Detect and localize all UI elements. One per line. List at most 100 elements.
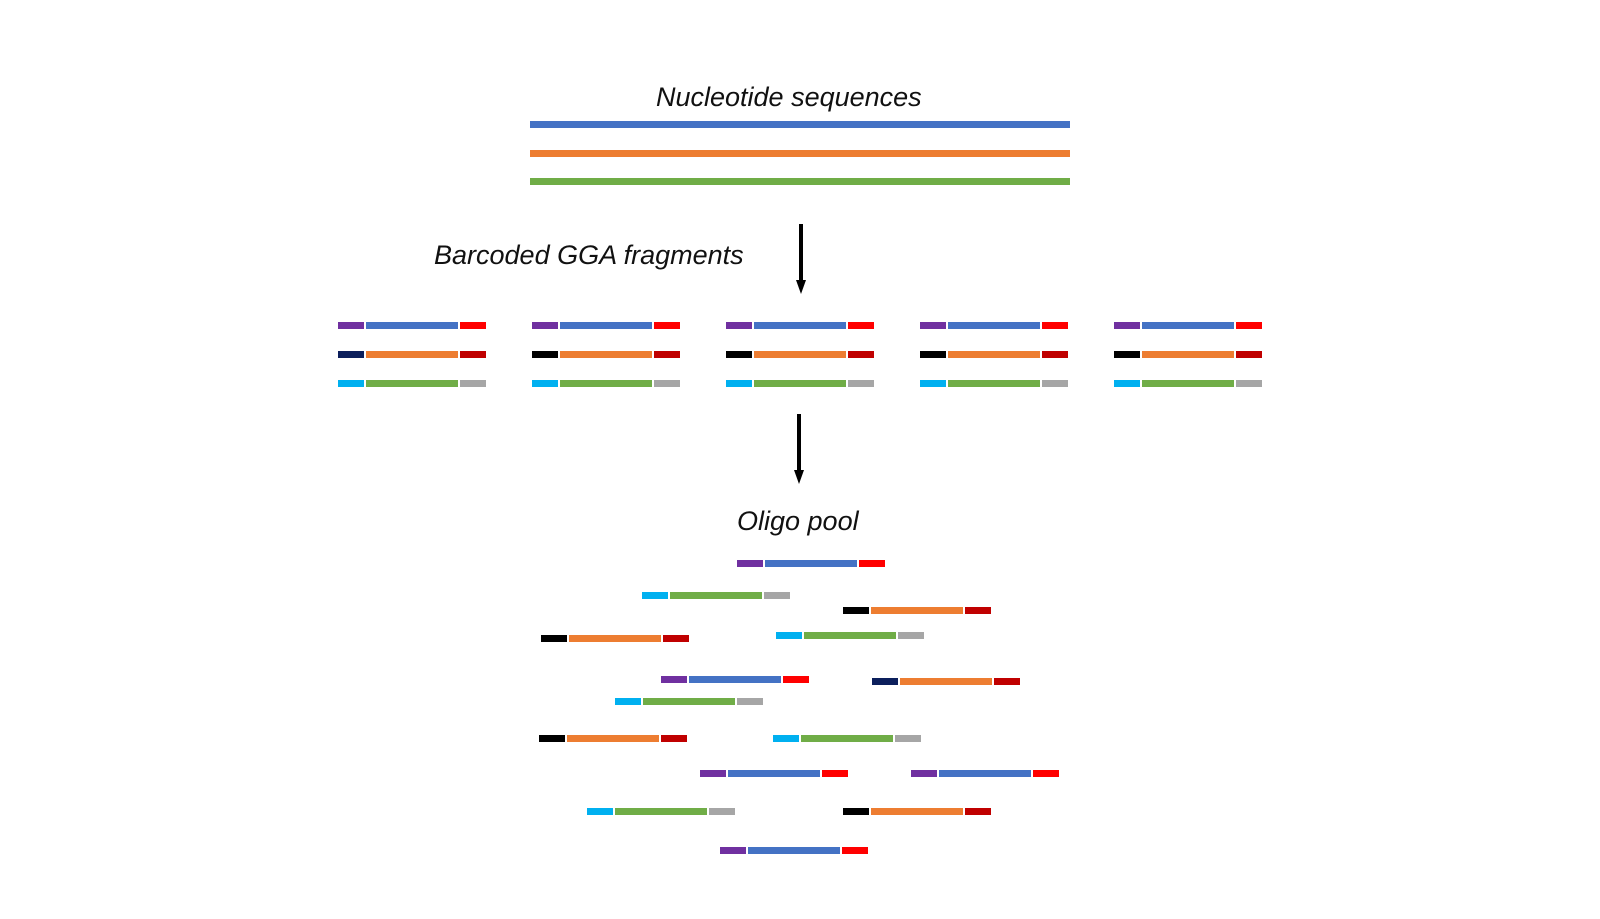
down-arrow	[796, 224, 806, 294]
sequence-segment	[689, 676, 781, 683]
end-segment	[460, 351, 486, 358]
barcode-segment	[532, 322, 558, 329]
barcoded-fragment	[920, 380, 1068, 387]
barcode-segment	[338, 380, 364, 387]
oligo-fragment	[700, 770, 848, 777]
barcoded-fragment	[338, 322, 486, 329]
end-segment	[898, 632, 924, 639]
sequence-segment	[1142, 351, 1234, 358]
sequence-segment	[801, 735, 893, 742]
arrow-head	[796, 280, 806, 294]
sequence-segment	[366, 322, 458, 329]
sequence-segment	[754, 322, 846, 329]
sequence-segment	[1142, 322, 1234, 329]
nucleotide-sequence-line	[530, 150, 1070, 157]
end-segment	[460, 380, 486, 387]
end-segment	[460, 322, 486, 329]
barcode-segment	[532, 380, 558, 387]
barcoded-fragment	[920, 351, 1068, 358]
sequence-segment	[871, 808, 963, 815]
sequence-segment	[366, 351, 458, 358]
nucleotide-sequences-group	[530, 121, 1070, 185]
oligo-pool-title: Oligo pool	[737, 506, 859, 536]
oligo-fragment	[642, 592, 790, 599]
barcode-segment	[726, 351, 752, 358]
sequence-segment	[754, 380, 846, 387]
sequence-segment	[569, 635, 661, 642]
barcoded-fragment	[532, 351, 680, 358]
sequence-segment	[560, 380, 652, 387]
end-segment	[822, 770, 848, 777]
oligo-fragment	[539, 735, 687, 742]
sequence-segment	[765, 560, 857, 567]
sequence-segment	[939, 770, 1031, 777]
down-arrow	[794, 414, 804, 484]
barcoded-fragment	[726, 380, 874, 387]
end-segment	[654, 351, 680, 358]
barcoded-fragment	[338, 351, 486, 358]
barcode-segment	[1114, 351, 1140, 358]
oligo-fragment	[911, 770, 1059, 777]
end-segment	[994, 678, 1020, 685]
sequence-segment	[804, 632, 896, 639]
end-segment	[1236, 351, 1262, 358]
barcoded-fragment	[532, 380, 680, 387]
barcoded-fragment	[726, 322, 874, 329]
oligo-fragment	[587, 808, 735, 815]
sequence-segment	[567, 735, 659, 742]
barcoded-fragments-title: Barcoded GGA fragments	[434, 240, 744, 270]
sequence-segment	[900, 678, 992, 685]
end-segment	[842, 847, 868, 854]
end-segment	[965, 607, 991, 614]
end-segment	[654, 380, 680, 387]
sequence-segment	[948, 351, 1040, 358]
barcode-segment	[920, 351, 946, 358]
end-segment	[1236, 322, 1262, 329]
end-segment	[737, 698, 763, 705]
barcode-segment	[338, 322, 364, 329]
barcode-segment	[1114, 322, 1140, 329]
barcoded-fragment	[726, 351, 874, 358]
sequence-segment	[366, 380, 458, 387]
barcoded-fragment	[920, 322, 1068, 329]
end-segment	[654, 322, 680, 329]
sequence-segment	[670, 592, 762, 599]
oligo-pool-group	[539, 560, 1059, 854]
arrows-group	[794, 224, 806, 484]
barcode-segment	[338, 351, 364, 358]
barcode-segment	[843, 607, 869, 614]
barcode-segment	[843, 808, 869, 815]
sequence-segment	[1142, 380, 1234, 387]
end-segment	[783, 676, 809, 683]
barcoded-fragment	[1114, 322, 1262, 329]
end-segment	[1042, 380, 1068, 387]
sequence-segment	[560, 322, 652, 329]
oligo-fragment	[737, 560, 885, 567]
barcode-segment	[532, 351, 558, 358]
end-segment	[709, 808, 735, 815]
sequence-segment	[948, 322, 1040, 329]
end-segment	[764, 592, 790, 599]
barcoded-fragments-group	[338, 322, 1262, 387]
nucleotide-sequence-line	[530, 121, 1070, 128]
sequence-segment	[748, 847, 840, 854]
barcode-segment	[587, 808, 613, 815]
barcode-segment	[920, 322, 946, 329]
oligo-fragment	[872, 678, 1020, 685]
oligo-fragment	[615, 698, 763, 705]
barcode-segment	[1114, 380, 1140, 387]
barcode-segment	[642, 592, 668, 599]
barcode-segment	[615, 698, 641, 705]
end-segment	[848, 351, 874, 358]
end-segment	[1033, 770, 1059, 777]
barcode-segment	[776, 632, 802, 639]
sequence-segment	[728, 770, 820, 777]
barcode-segment	[920, 380, 946, 387]
oligo-fragment	[720, 847, 868, 854]
oligo-fragment	[773, 735, 921, 742]
barcoded-fragment	[1114, 380, 1262, 387]
barcode-segment	[539, 735, 565, 742]
end-segment	[1042, 322, 1068, 329]
sequence-segment	[948, 380, 1040, 387]
